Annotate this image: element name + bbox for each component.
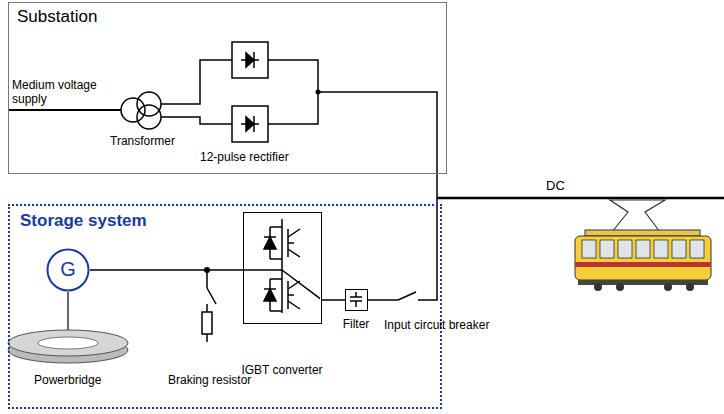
component-label: Filter: [343, 317, 370, 331]
resistor-wire: [206, 304, 208, 312]
resistor-wire: [206, 334, 208, 342]
component-box: IGBT converter: [243, 212, 322, 324]
breaker-wire: [368, 299, 398, 301]
capacitor-symbol: [346, 290, 366, 309]
powerbridge-flywheel: [8, 330, 128, 356]
rectifier-wire: [268, 60, 318, 124]
breaker-symbol: [398, 292, 416, 300]
dc-line: [437, 197, 724, 200]
line-label: DC: [546, 178, 565, 193]
part-name: Powerbridge: [34, 373, 101, 387]
rectifier-box: [232, 106, 268, 142]
transformer-coil: [121, 98, 145, 122]
feeder-wire: [318, 92, 437, 198]
part-name: Input circuit breaker: [384, 318, 489, 332]
generator-letter: G: [46, 248, 90, 290]
terminal-label: Medium voltage supply: [12, 78, 107, 106]
wire: [90, 269, 243, 271]
supply-wire: [8, 109, 121, 111]
switch-symbol: [207, 288, 216, 304]
diode-symbol: [241, 52, 259, 132]
flywheel-hole: [38, 337, 98, 349]
part-name: 12-pulse rectifier: [200, 150, 289, 164]
component-box: Filter: [345, 289, 368, 311]
transformer-coil: [137, 92, 161, 116]
component-label: IGBT converter: [241, 363, 322, 377]
region-heading: Substation: [9, 3, 446, 27]
igbt-symbol: [244, 213, 320, 322]
rectifier-wire: [161, 60, 232, 104]
rectifier-wire: [161, 117, 232, 124]
rectifier-box: [232, 42, 268, 78]
transformer-coil: [137, 105, 161, 129]
resistor-wire: [206, 270, 208, 288]
generator-circle: G: [46, 248, 90, 292]
tram-drawing: [575, 200, 711, 291]
breaker-wire: [418, 198, 437, 300]
wire: [322, 299, 345, 301]
resistor-symbol: [202, 312, 212, 334]
part-name: Braking resistor: [168, 373, 251, 387]
part-name: Transformer: [110, 134, 175, 148]
region-heading: Storage system: [10, 206, 440, 231]
